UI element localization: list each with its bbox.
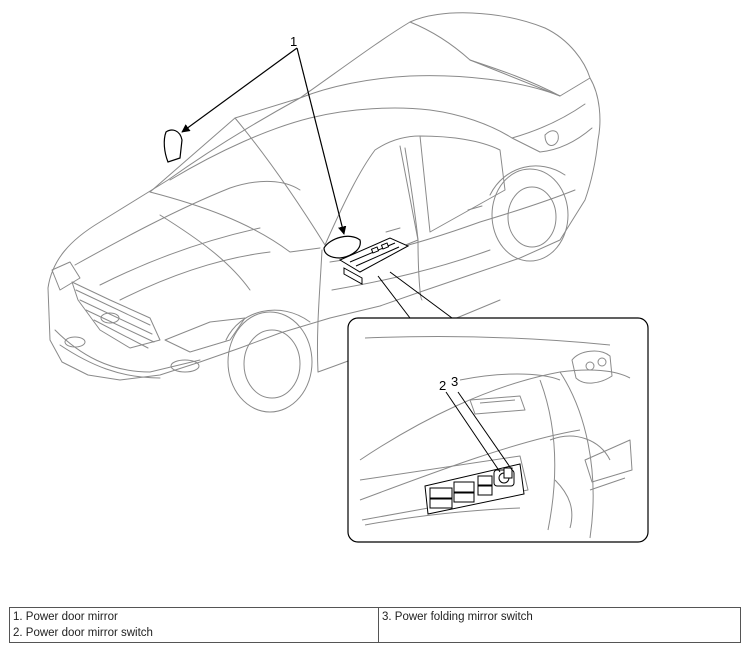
legend-row: 1. Power door mirror 2. Power door mirro… (9, 607, 741, 643)
door-switch-panel (338, 237, 410, 285)
callout-3-label: 3 (451, 374, 458, 389)
legend-item-2: 2. Power door mirror switch (13, 627, 153, 639)
callout-2-label: 2 (439, 378, 446, 393)
callout-1-label: 1 (290, 34, 297, 49)
legend-cell-left: 1. Power door mirror 2. Power door mirro… (9, 607, 379, 643)
legend-item-3: 3. Power folding mirror switch (382, 611, 533, 623)
legend-table: 1. Power door mirror 2. Power door mirro… (9, 607, 741, 643)
car-illustration (47, 12, 601, 413)
callout-1-leaders (181, 47, 347, 235)
legend-cell-right: 3. Power folding mirror switch (378, 607, 741, 643)
detail-leader-lines (377, 271, 453, 319)
detail-inset: 2 3 (347, 317, 649, 543)
vehicle-diagram: 1 (47, 12, 649, 543)
right-door-mirror (323, 235, 361, 259)
left-door-mirror (163, 129, 183, 163)
legend-item-1: 1. Power door mirror (13, 611, 118, 623)
